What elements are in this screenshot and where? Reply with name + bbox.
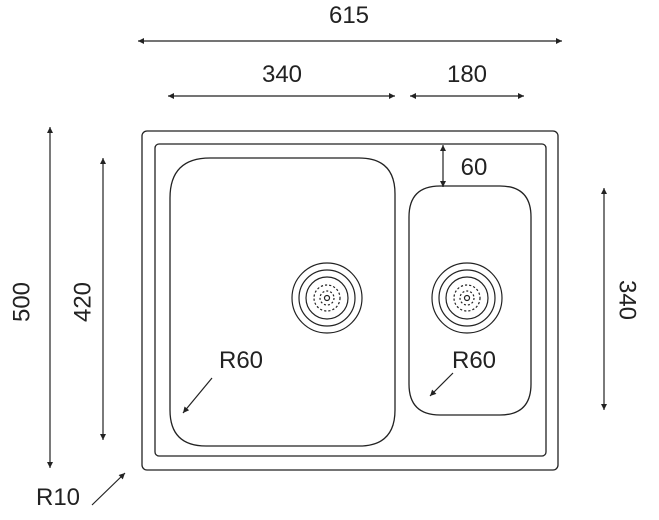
- small-bowl: [408, 185, 532, 416]
- large-bowl-depth-label: 420: [70, 282, 97, 322]
- overall-width-label: 615: [329, 2, 369, 29]
- small-bowl-radius-label: R60: [452, 347, 496, 374]
- small-bowl-offset-label: 60: [461, 154, 488, 181]
- large-bowl-radius-leader: [182, 377, 213, 414]
- large-bowl-drain-icon: [291, 262, 363, 334]
- sink-outline: [141, 130, 559, 471]
- corner-radius-leader: [91, 472, 126, 506]
- small-bowl-radius-leader: [429, 372, 454, 397]
- corner-radius-label: R10: [36, 484, 80, 511]
- small-bowl-width-label: 180: [447, 61, 487, 88]
- large-bowl-width-label: 340: [262, 61, 302, 88]
- large-bowl: [169, 157, 396, 447]
- small-bowl-drain-icon: [431, 262, 503, 334]
- large-bowl-radius-label: R60: [219, 347, 263, 374]
- small-bowl-depth-label: 340: [614, 280, 641, 320]
- overall-depth-label: 500: [9, 282, 36, 322]
